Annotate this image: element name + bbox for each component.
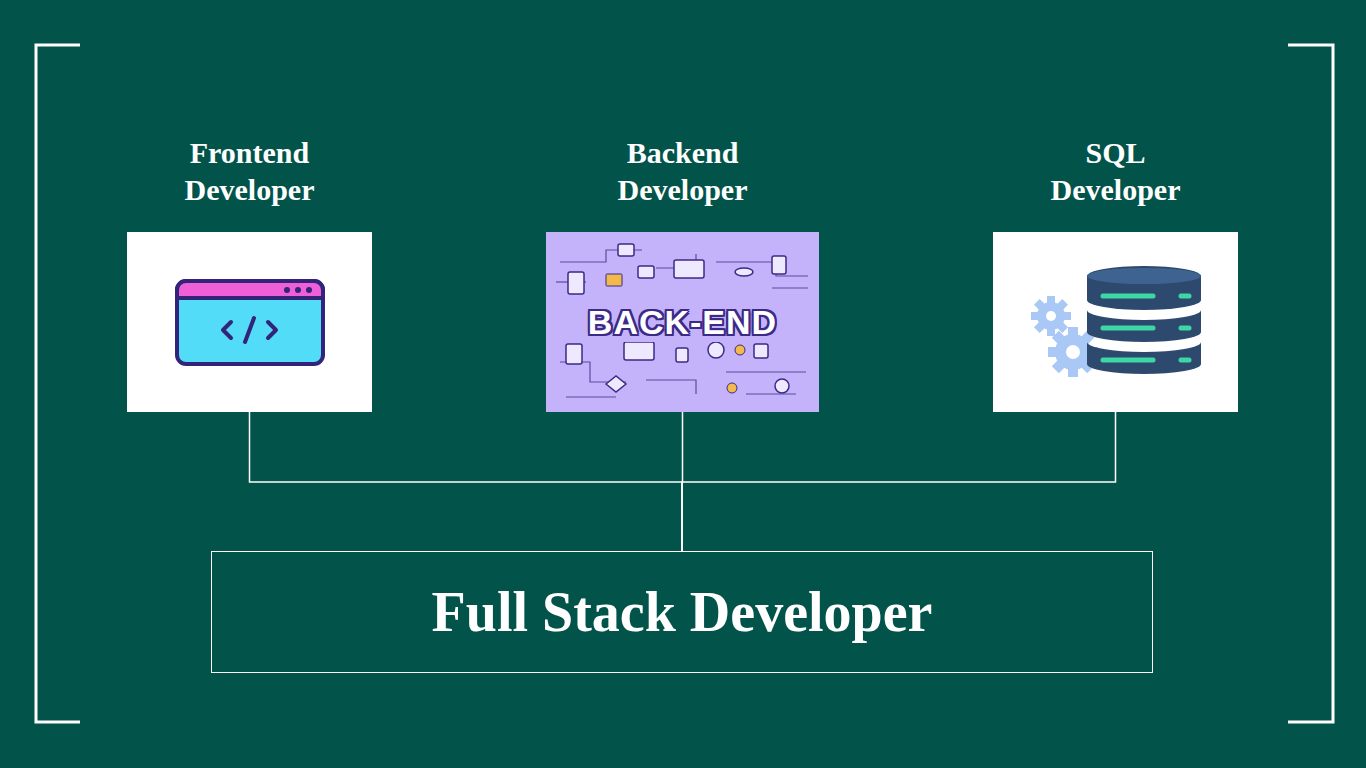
connector-line xyxy=(682,412,1116,551)
fullstack-box: Full Stack Developer xyxy=(211,551,1153,673)
node-title: Full Stack Developer xyxy=(432,580,933,644)
sql-box: SQL Developer xyxy=(993,232,1238,412)
browser-icon xyxy=(127,232,372,412)
node-heading: SQL Developer xyxy=(1021,134,1211,208)
right-bracket xyxy=(1288,45,1333,722)
illustration-title: BACK-END xyxy=(582,302,783,342)
node-heading: Frontend Developer xyxy=(155,134,345,208)
left-bracket xyxy=(36,45,80,722)
database-icon xyxy=(993,232,1238,412)
node-heading: Backend Developer xyxy=(588,134,778,208)
frontend-box: Frontend Developer xyxy=(127,232,372,412)
backend-box: Backend DeveloperBACK-END xyxy=(546,232,819,412)
connector-line xyxy=(250,412,683,551)
